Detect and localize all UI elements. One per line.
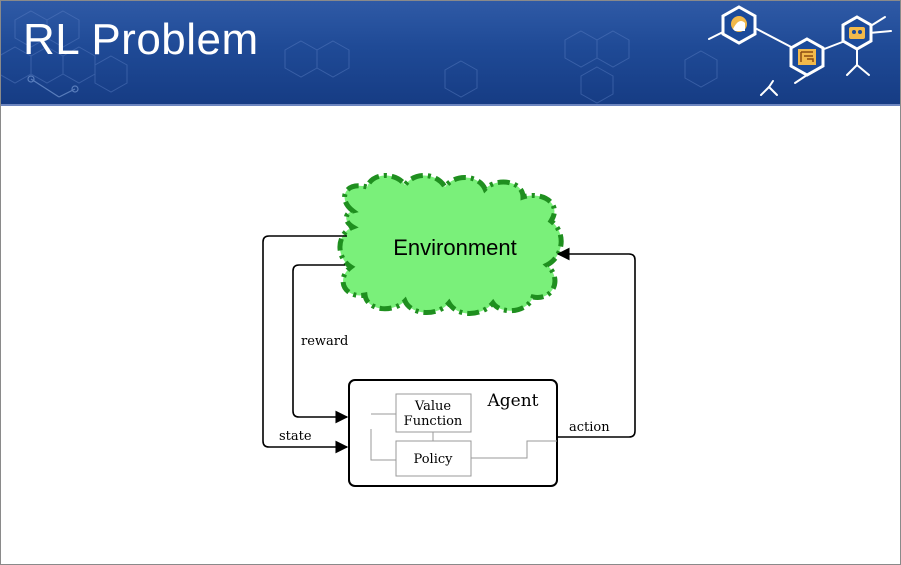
environment-cloud: [337, 173, 564, 316]
reward-label: reward: [301, 334, 348, 349]
brain-head-icon: [721, 5, 757, 45]
banner-divider: [1, 104, 900, 106]
title-banner: RL Problem: [1, 1, 900, 104]
reward-edge: [292, 264, 349, 424]
value-function-label-line2: Function: [404, 414, 463, 429]
policy-label: Policy: [414, 452, 454, 467]
slide-title: RL Problem: [23, 15, 259, 64]
environment-label: Environment: [393, 235, 517, 260]
action-edge: [556, 247, 636, 438]
value-function-label-line1: Value: [414, 399, 451, 414]
maze-icon: [789, 37, 825, 77]
robot-icon: [841, 15, 873, 51]
action-label: action: [569, 420, 610, 435]
agent-label: Agent: [487, 391, 539, 411]
agent-internal-links: [370, 413, 557, 461]
state-edge: [262, 235, 349, 454]
molecule-graphic: [708, 5, 892, 96]
state-label: state: [279, 429, 312, 444]
hexagon-pattern: [1, 10, 718, 104]
